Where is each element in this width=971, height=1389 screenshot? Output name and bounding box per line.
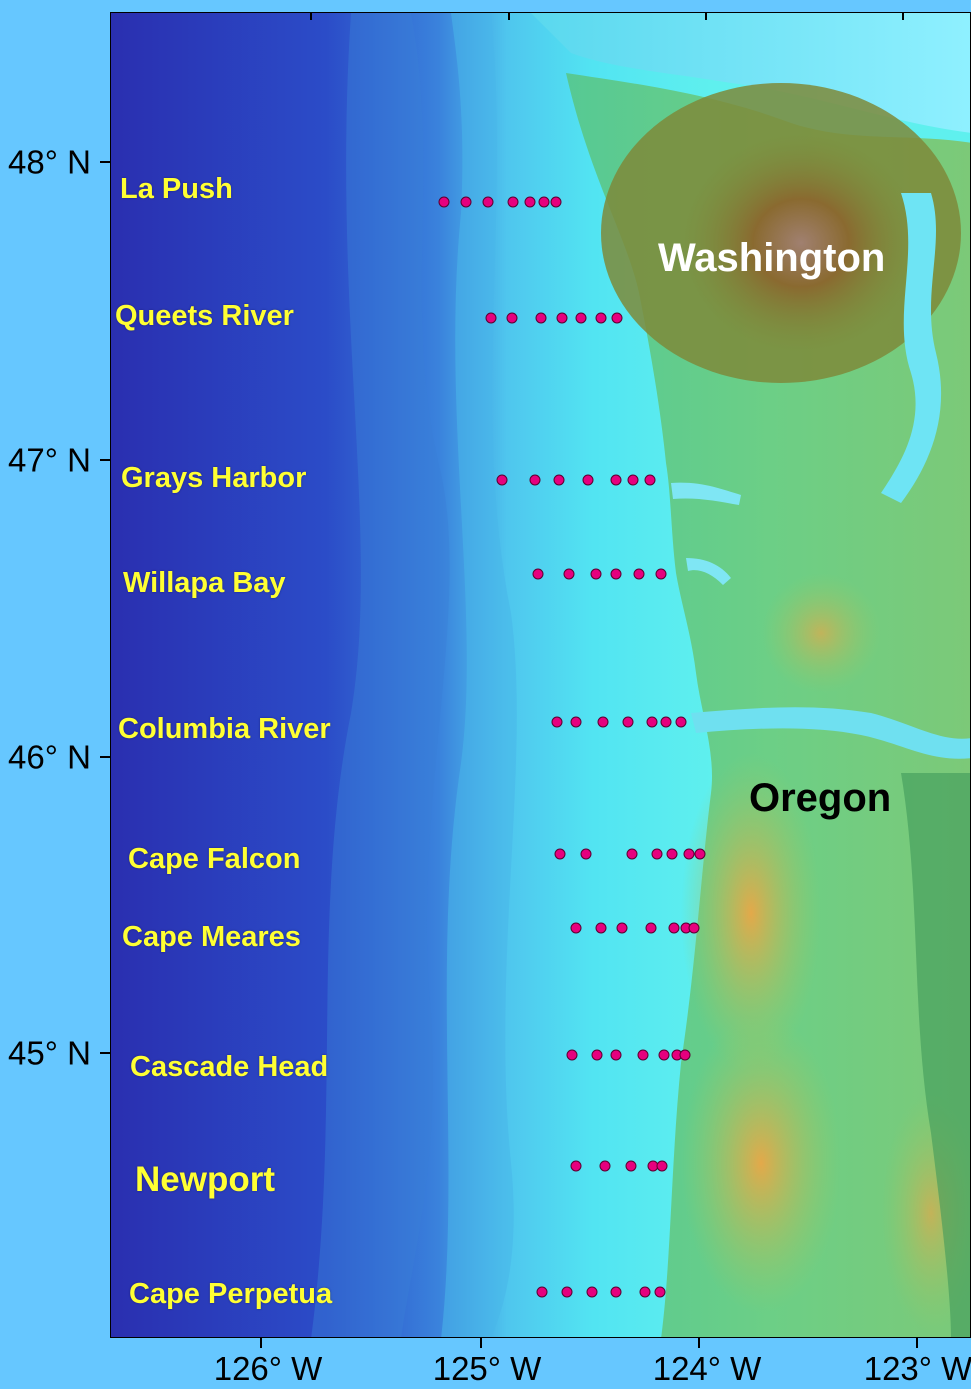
station-marker [654,1286,666,1298]
station-marker [563,568,575,580]
transect-label-newport: Newport [135,1160,275,1199]
station-marker [610,474,622,486]
transect-label-queets-river: Queets River [115,300,294,332]
station-marker [675,716,687,728]
lat-tick [100,161,111,163]
lat-label-45: 45° N [8,1034,91,1072]
station-marker [668,922,680,934]
station-marker [688,922,700,934]
station-marker [610,1286,622,1298]
transect-label-la-push: La Push [120,173,233,205]
transect-label-cascade-head: Cascade Head [130,1051,329,1083]
lon-tick [260,1338,262,1348]
transect-label-cape-falcon: Cape Falcon [128,843,301,875]
transect-label-willapa-bay: Willapa Bay [123,567,286,599]
station-marker [655,568,667,580]
transect-label-cape-meares: Cape Meares [122,921,301,953]
station-marker [595,312,607,324]
lon-tick-top [705,12,707,20]
station-marker [582,474,594,486]
station-marker [644,474,656,486]
station-marker [438,196,450,208]
station-marker [611,312,623,324]
station-marker [597,716,609,728]
station-marker [651,848,663,860]
station-marker [551,716,563,728]
lat-tick [100,459,111,461]
station-marker [590,568,602,580]
terrain-map [111,13,970,1337]
lon-tick [480,1338,482,1348]
station-marker [637,1049,649,1061]
lon-tick-top [508,12,510,20]
station-marker [570,716,582,728]
transect-label-grays-harbor: Grays Harbor [121,462,307,494]
station-marker [460,196,472,208]
map-frame [110,12,971,1338]
station-marker [570,1160,582,1172]
station-marker [556,312,568,324]
station-marker [622,716,634,728]
transect-label-columbia-river: Columbia River [118,713,331,745]
lon-tick [698,1338,700,1348]
station-marker [485,312,497,324]
lat-label-46: 46° N [8,738,91,776]
station-marker [646,716,658,728]
station-marker [595,922,607,934]
station-marker [625,1160,637,1172]
station-marker [626,848,638,860]
station-marker [666,848,678,860]
lon-label-124: 124° W [652,1350,762,1387]
station-marker [591,1049,603,1061]
station-marker [645,922,657,934]
lat-tick [100,756,111,758]
transect-label-cape-perpetua: Cape Perpetua [129,1278,333,1310]
station-marker [506,312,518,324]
station-marker [616,922,628,934]
station-marker [553,474,565,486]
lat-label-48: 48° N [8,143,91,181]
station-marker [694,848,706,860]
station-marker [575,312,587,324]
lon-tick [916,1338,918,1348]
station-marker [683,848,695,860]
station-marker [529,474,541,486]
station-marker [507,196,519,208]
station-marker [566,1049,578,1061]
state-label-oregon: Oregon [749,776,892,820]
station-marker [532,568,544,580]
station-marker [561,1286,573,1298]
lon-tick-top [310,12,312,20]
station-marker [633,568,645,580]
station-marker [524,196,536,208]
station-marker [535,312,547,324]
station-marker [627,474,639,486]
station-marker [658,1049,670,1061]
station-marker [550,196,562,208]
station-marker [496,474,508,486]
station-marker [599,1160,611,1172]
station-marker [536,1286,548,1298]
lat-tick [100,1052,111,1054]
lon-label-125: 125° W [432,1350,542,1387]
lon-tick-top [902,12,904,20]
station-marker [554,848,566,860]
lon-label-126: 126° W [213,1350,323,1387]
station-marker [580,848,592,860]
station-marker [610,1049,622,1061]
station-marker [538,196,550,208]
lon-label-123: 123° W [863,1350,971,1387]
station-marker [586,1286,598,1298]
station-marker [570,922,582,934]
station-marker [482,196,494,208]
state-label-washington: Washington [658,236,886,280]
station-marker [639,1286,651,1298]
station-marker [679,1049,691,1061]
station-marker [656,1160,668,1172]
lat-label-47: 47° N [8,441,91,479]
station-marker [610,568,622,580]
station-marker [660,716,672,728]
